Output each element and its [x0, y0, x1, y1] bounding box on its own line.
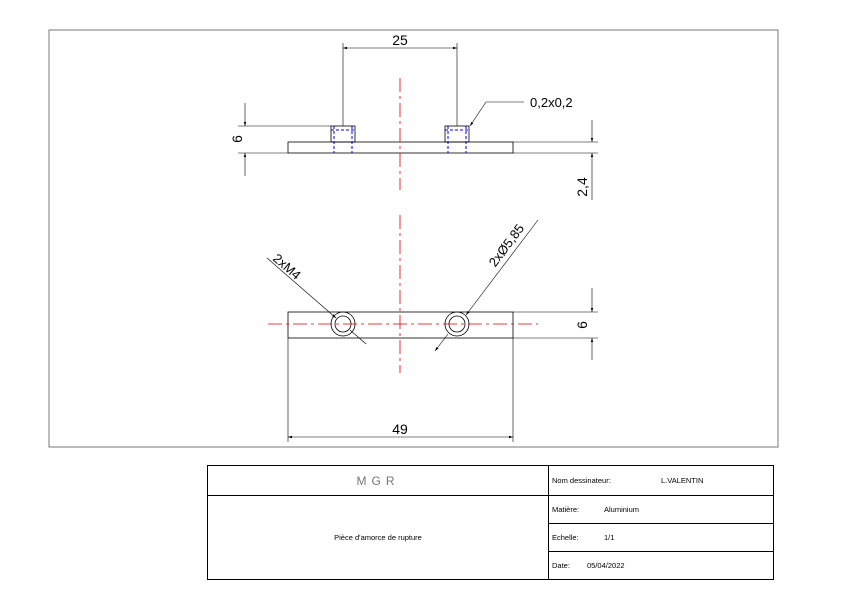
dim-thread-leader [266, 257, 367, 345]
title-block: MGR Pièce d'amorce de rupture Nom dessin… [207, 465, 774, 580]
dim-height-top [238, 103, 331, 176]
dim-chamfer-text: 0,2x0,2 [530, 95, 573, 110]
dim-height-top-text: 6 [229, 135, 245, 143]
dim-thread-text: 2xM4 [270, 251, 304, 283]
part-name: Pièce d'amorce de rupture [334, 533, 422, 542]
title-block-right: Nom dessinateur: L.VALENTIN Matière: Alu… [549, 466, 773, 579]
dim-bore-leader [434, 219, 539, 352]
scale-label: Echelle: [552, 533, 579, 542]
dim-height-bottom [513, 288, 598, 360]
dim-chamfer-leader [469, 101, 524, 127]
material-row: Matière: Aluminium [549, 496, 773, 524]
centerlines-plan [268, 215, 538, 373]
designer-value: L.VALENTIN [661, 476, 704, 485]
dim-top-spacing-text: 25 [392, 32, 408, 48]
plan-view-plate [287, 311, 514, 339]
date-label: Date: [552, 561, 570, 570]
dim-plate-thickness [513, 120, 598, 200]
scale-value: 1/1 [604, 533, 615, 542]
side-view [287, 125, 514, 154]
date-row: Date: 05/04/2022 [549, 552, 773, 580]
dim-plate-thickness-text: 2,4 [574, 177, 590, 197]
material-value: Aluminium [604, 505, 640, 514]
designer-row: Nom dessinateur: L.VALENTIN [549, 466, 773, 496]
title-block-left: MGR Pièce d'amorce de rupture [208, 466, 549, 579]
hidden-lines [331, 126, 469, 153]
side-view-plate [287, 141, 514, 154]
drawing-frame [48, 29, 779, 448]
dim-top-spacing [342, 43, 458, 126]
designer-label: Nom dessinateur: [552, 476, 611, 485]
date-value: 05/04/2022 [587, 561, 625, 570]
material-label: Matière: [552, 505, 580, 514]
company-name: MGR [208, 466, 548, 496]
side-view-boss-left [330, 125, 356, 143]
dim-length [287, 338, 514, 442]
dim-length-text: 49 [392, 421, 408, 437]
scale-row: Echelle: 1/1 [549, 524, 773, 552]
dim-bore-text: 2xØ5,85 [486, 221, 528, 269]
side-view-boss-right [444, 125, 470, 143]
plan-view [287, 311, 514, 339]
dim-height-bottom-text: 6 [574, 321, 590, 329]
